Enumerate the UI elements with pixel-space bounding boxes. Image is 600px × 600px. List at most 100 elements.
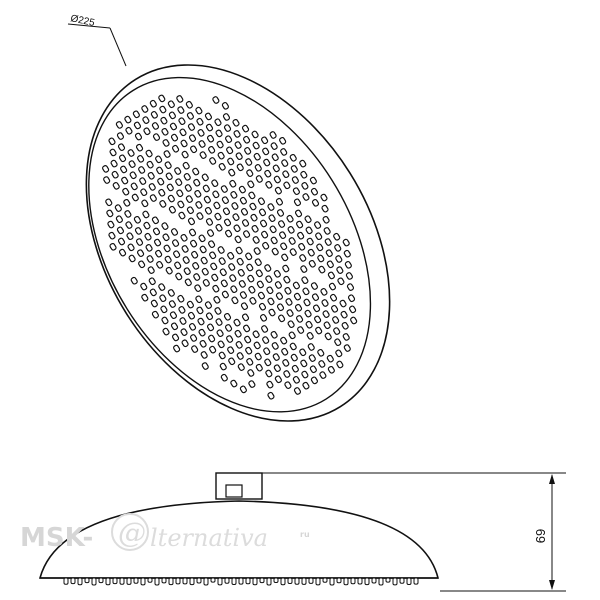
nozzle bbox=[335, 255, 343, 263]
nozzle bbox=[322, 310, 330, 318]
nozzle bbox=[143, 127, 151, 136]
nozzle bbox=[275, 292, 284, 300]
nozzle bbox=[199, 151, 207, 159]
nozzle bbox=[270, 236, 278, 245]
nozzle bbox=[127, 149, 135, 157]
nozzle bbox=[133, 215, 141, 224]
nozzle bbox=[162, 139, 170, 147]
nozzle bbox=[194, 189, 202, 198]
side-nozzle bbox=[399, 577, 405, 584]
nozzle bbox=[103, 176, 111, 184]
side-nozzle bbox=[301, 577, 307, 585]
nozzle bbox=[289, 248, 297, 256]
nozzle bbox=[347, 294, 356, 303]
nozzle bbox=[243, 324, 251, 333]
nozzle bbox=[248, 285, 256, 294]
nozzle bbox=[235, 246, 243, 255]
nozzle bbox=[224, 324, 233, 332]
nozzle bbox=[319, 371, 327, 379]
side-nozzle bbox=[91, 577, 97, 586]
nozzle bbox=[170, 322, 179, 331]
nozzle bbox=[161, 222, 169, 230]
nozzle bbox=[261, 325, 269, 333]
nozzle bbox=[151, 310, 159, 319]
nozzle bbox=[308, 354, 316, 362]
nozzle bbox=[142, 210, 150, 219]
nozzle bbox=[221, 196, 229, 205]
nozzle bbox=[330, 305, 339, 313]
nozzle bbox=[247, 369, 255, 377]
nozzle bbox=[116, 132, 125, 140]
nozzle bbox=[307, 248, 315, 257]
nozzle bbox=[304, 309, 312, 318]
nozzle bbox=[200, 256, 208, 265]
side-nozzle bbox=[259, 577, 265, 584]
nozzle bbox=[123, 198, 131, 207]
side-nozzle bbox=[217, 577, 223, 586]
nozzle bbox=[323, 321, 331, 330]
nozzle bbox=[227, 157, 235, 166]
nozzle bbox=[340, 310, 348, 319]
nozzle bbox=[190, 334, 198, 342]
nozzle bbox=[292, 187, 300, 196]
nozzle bbox=[232, 118, 240, 127]
nozzle bbox=[253, 247, 261, 255]
side-nozzle bbox=[98, 577, 104, 584]
nozzle bbox=[293, 198, 302, 207]
side-nozzle bbox=[203, 577, 209, 586]
nozzle bbox=[190, 145, 198, 154]
nozzle bbox=[171, 333, 180, 342]
nozzle bbox=[241, 313, 250, 322]
nozzle bbox=[277, 314, 286, 323]
nozzle bbox=[109, 242, 117, 251]
nozzle bbox=[262, 241, 270, 250]
side-nozzle-row bbox=[63, 577, 419, 586]
nozzle bbox=[334, 338, 342, 347]
nozzle bbox=[336, 266, 344, 274]
side-nozzle bbox=[252, 577, 258, 586]
nozzle bbox=[148, 277, 156, 286]
nozzle bbox=[171, 239, 180, 247]
side-nozzle bbox=[154, 577, 160, 586]
nozzle bbox=[208, 240, 216, 248]
nozzle bbox=[169, 311, 178, 320]
side-nozzle bbox=[343, 577, 349, 586]
nozzle bbox=[220, 185, 228, 193]
nozzle bbox=[311, 293, 320, 302]
nozzle bbox=[279, 136, 287, 145]
nozzle bbox=[269, 131, 277, 139]
nozzle bbox=[217, 340, 225, 349]
side-nozzle bbox=[84, 577, 90, 584]
nozzle bbox=[270, 142, 278, 150]
nozzle bbox=[202, 184, 210, 193]
diameter-leader-line bbox=[67, 23, 111, 29]
nozzle bbox=[271, 247, 279, 256]
nozzle bbox=[289, 342, 297, 351]
nozzle bbox=[174, 261, 182, 270]
nozzle bbox=[301, 276, 309, 285]
nozzle bbox=[252, 330, 260, 339]
nozzle bbox=[239, 385, 247, 394]
nozzle bbox=[244, 335, 252, 344]
nozzle bbox=[300, 359, 308, 368]
nozzle bbox=[306, 332, 314, 340]
nozzle bbox=[234, 235, 242, 244]
side-nozzle bbox=[126, 577, 132, 585]
nozzle bbox=[193, 178, 201, 187]
nozzle bbox=[179, 317, 187, 325]
watermark-at-symbol: @ bbox=[118, 516, 146, 549]
side-nozzle bbox=[161, 577, 167, 584]
nozzle bbox=[181, 245, 189, 253]
nozzle bbox=[349, 305, 357, 314]
nozzle bbox=[180, 233, 188, 242]
nozzle bbox=[333, 327, 341, 335]
nozzle bbox=[203, 195, 211, 204]
nozzle bbox=[177, 200, 185, 209]
nozzle bbox=[150, 111, 158, 119]
nozzle bbox=[302, 381, 310, 390]
nozzle bbox=[350, 316, 358, 325]
side-nozzle bbox=[147, 577, 153, 583]
nozzle bbox=[147, 171, 155, 180]
nozzle bbox=[141, 199, 149, 208]
nozzle bbox=[130, 182, 138, 191]
